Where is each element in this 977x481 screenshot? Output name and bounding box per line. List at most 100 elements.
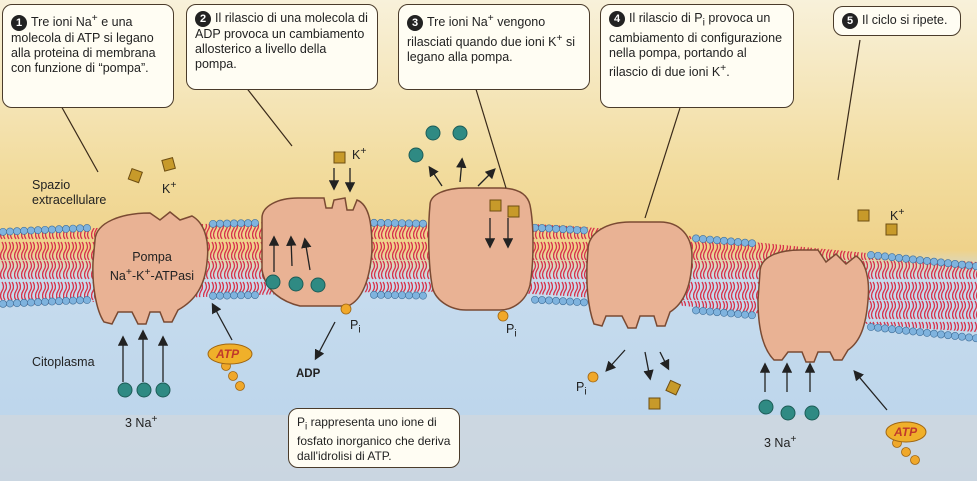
lipid-head — [580, 298, 588, 307]
lipid-head — [720, 236, 728, 245]
lipid-head — [937, 258, 945, 267]
lipid-head — [930, 257, 938, 266]
lipid-head — [909, 255, 917, 264]
lipid-head — [384, 219, 392, 227]
lipid-head — [412, 219, 420, 228]
lipid-head — [370, 290, 378, 299]
lipid-head — [874, 251, 882, 260]
lipid-head — [6, 227, 14, 236]
lipid-head — [713, 308, 721, 317]
step-4-text: Il rilascio di Pi provoca un cambiamento… — [609, 11, 783, 79]
atp-molecule-1 — [207, 343, 253, 365]
lipid-head — [230, 219, 238, 228]
step-2-number: 2 — [195, 11, 211, 27]
lipid-head — [923, 257, 931, 265]
lipid-head — [727, 237, 735, 246]
lipid-head — [419, 291, 427, 300]
lipid-head — [937, 330, 945, 339]
lipid-head — [216, 219, 224, 228]
lipid-head — [377, 291, 385, 299]
lipid-head — [895, 254, 903, 262]
lipid-head — [741, 310, 749, 319]
lipid-head — [83, 296, 91, 304]
lipid-head — [566, 297, 574, 306]
lipid-head — [237, 291, 245, 300]
lipid-head — [867, 323, 875, 331]
lipid-head — [867, 251, 875, 259]
pi-label-1: Pi — [350, 318, 361, 336]
lipid-head — [972, 334, 977, 343]
lipid-head — [223, 219, 231, 228]
lipid-head — [720, 308, 728, 317]
lipid-head — [6, 299, 14, 308]
lipid-head — [699, 235, 707, 243]
lipid-head — [888, 253, 896, 262]
lipid-head — [538, 224, 546, 232]
lipid-head — [699, 307, 707, 315]
lipid-head — [692, 306, 700, 315]
lipid-head — [27, 226, 35, 235]
lipid-head — [370, 218, 378, 227]
page-strip — [0, 415, 977, 481]
lipid-head — [0, 227, 7, 236]
lipid-head — [748, 239, 756, 248]
callout-pointers — [59, 39, 861, 219]
step-3-number: 3 — [407, 15, 423, 32]
lipid-head — [209, 219, 217, 228]
lipid-head — [958, 332, 966, 341]
lipid-head — [412, 291, 420, 300]
lipid-head — [48, 297, 56, 306]
lipid-head — [27, 298, 35, 307]
lipid-head — [209, 291, 217, 300]
lipid-head — [545, 296, 553, 305]
lipid-head — [0, 299, 7, 308]
lipid-head — [706, 307, 714, 316]
lipid-head — [398, 219, 406, 228]
lipid-head — [69, 224, 77, 233]
lipid-head — [419, 219, 427, 228]
cytoplasm-label: Citoplasma — [32, 355, 95, 369]
lipid-head — [580, 226, 588, 235]
lipid-head — [923, 329, 931, 337]
lipid-head — [251, 219, 259, 227]
phosphate-note: Pi rappresenta uno ione di fosfato inorg… — [288, 408, 460, 468]
lipid-head — [916, 256, 924, 265]
lipid-head — [881, 324, 889, 333]
lipid-head — [34, 226, 42, 235]
lipid-head — [692, 234, 700, 243]
flow-arrows — [117, 157, 888, 411]
sodium-ions — [117, 125, 820, 421]
lipid-head — [237, 219, 245, 228]
step-5-number: 5 — [842, 13, 858, 29]
lipid-head — [559, 297, 567, 306]
lipid-head — [531, 295, 539, 304]
lipid-head — [965, 261, 973, 270]
lipid-head — [34, 298, 42, 307]
lipid-head — [398, 291, 406, 300]
lipid-head — [734, 310, 742, 318]
lipid-head — [573, 298, 581, 306]
lipid-head — [405, 291, 413, 300]
lipid-head — [538, 296, 546, 304]
lipid-head — [48, 225, 56, 234]
pump-4 — [586, 221, 693, 329]
na-ions-label-2: 3 Na+ — [764, 434, 797, 451]
lipid-head — [545, 224, 553, 233]
na-ions-label-1: 3 Na+ — [125, 414, 158, 431]
lipid-head — [230, 291, 238, 300]
lipid-head — [216, 291, 224, 300]
pump-5 — [757, 249, 870, 363]
lipid-head — [965, 333, 973, 342]
step-2-text: Il rilascio di una molecola di ADP provo… — [195, 11, 368, 71]
lipid-head — [951, 260, 959, 268]
pi-label-3: Pi — [576, 380, 587, 398]
lipid-head — [881, 252, 889, 261]
lipid-head — [76, 224, 84, 233]
lipid-head — [727, 309, 735, 318]
lipid-head — [944, 331, 952, 340]
step-4-number: 4 — [609, 11, 625, 27]
lipid-head — [748, 311, 756, 320]
lipid-head — [958, 260, 966, 269]
